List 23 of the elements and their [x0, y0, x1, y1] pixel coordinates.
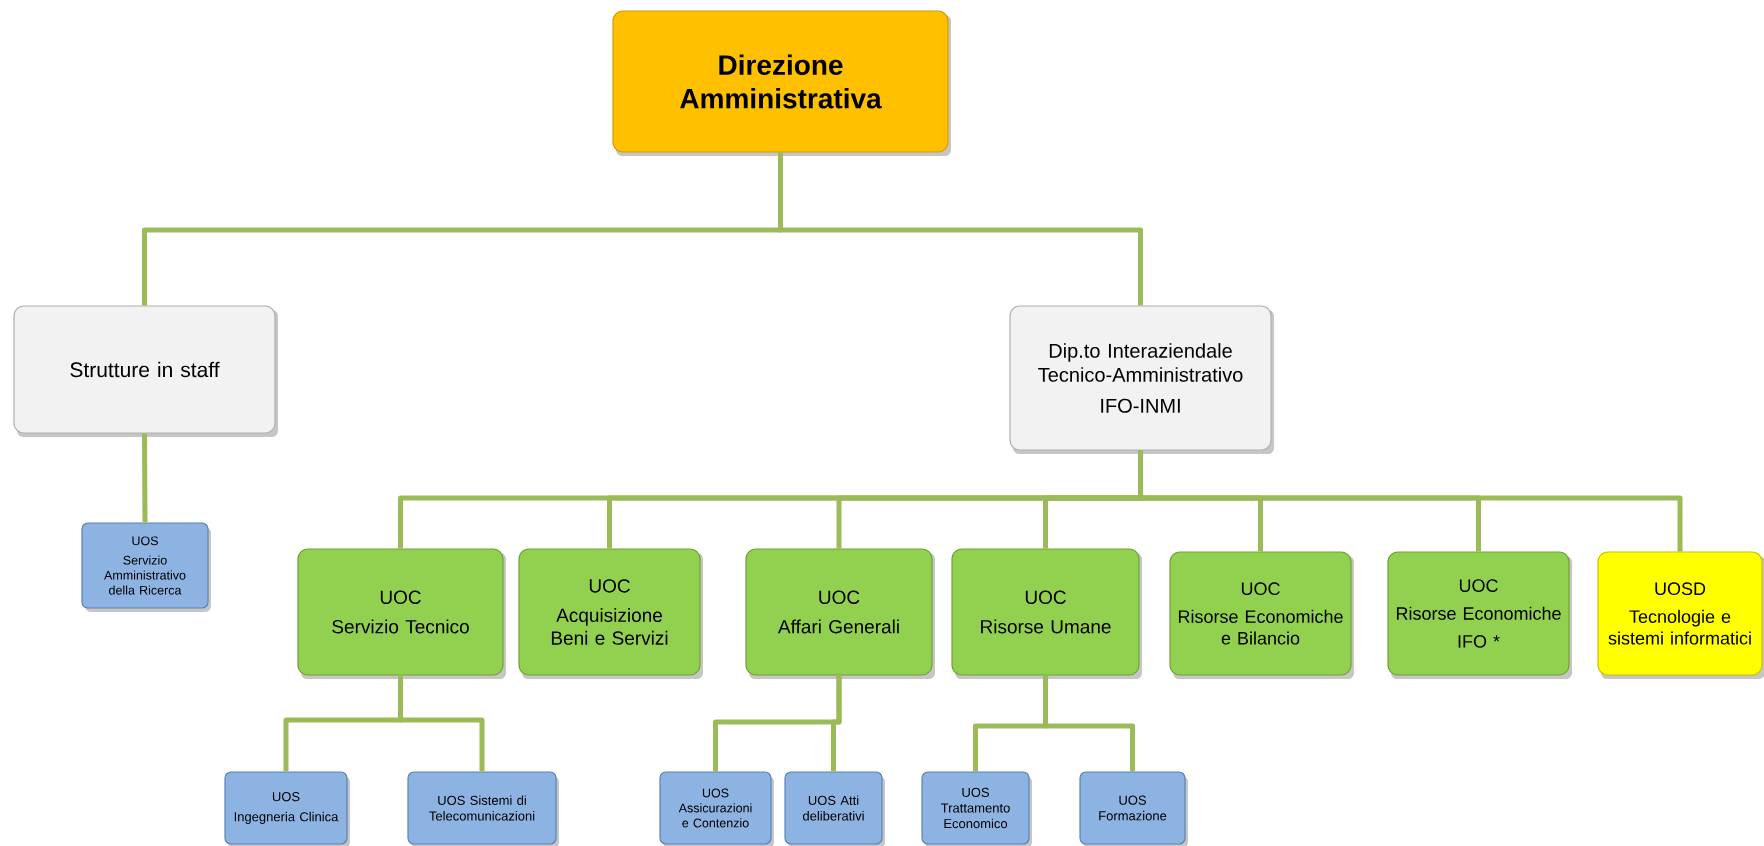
- connector-line: [398, 675, 485, 772]
- org-box: Strutture in staff: [13, 305, 278, 437]
- org-box: UOS Trattamento Economico: [921, 771, 1032, 846]
- org-box: Dip.to Interaziendale Tecnico-Amministrativo IFO-INMI: [1009, 305, 1274, 454]
- connector-line: [778, 152, 1143, 306]
- org-box: UOS Assicurazioni e Contenzio: [659, 771, 774, 846]
- org-box: UOS Atti deliberativi: [784, 771, 885, 846]
- org-box: UOC Risorse Economiche e Bilancio: [1169, 551, 1354, 679]
- org-box: UOS Sistemi di Telecomunicazioni: [407, 771, 559, 846]
- org-box: UOC Servizio Tecnico: [297, 548, 506, 679]
- org-box: Direzione Amministrativa: [612, 10, 951, 156]
- org-box: UOC Affari Generali: [745, 548, 935, 679]
- org-box: UOC Risorse Umane: [951, 548, 1142, 679]
- connector-line: [1043, 675, 1135, 772]
- connector-line: [831, 675, 842, 772]
- org-box: UOC Risorse Economiche IFO *: [1387, 551, 1572, 679]
- org-box: UOS Ingegneria Clinica: [224, 771, 350, 846]
- org-box: UOS Servizio Amministrativo della Ricerca: [81, 522, 211, 612]
- org-box: UOC Acquisizione Beni e Servizi: [518, 548, 703, 679]
- org-box: UOSD Tecnologie e sistemi informatici: [1597, 551, 1764, 679]
- connector-line: [1138, 450, 1683, 552]
- connector-line: [142, 433, 148, 523]
- org-box: UOS Formazione: [1079, 771, 1188, 846]
